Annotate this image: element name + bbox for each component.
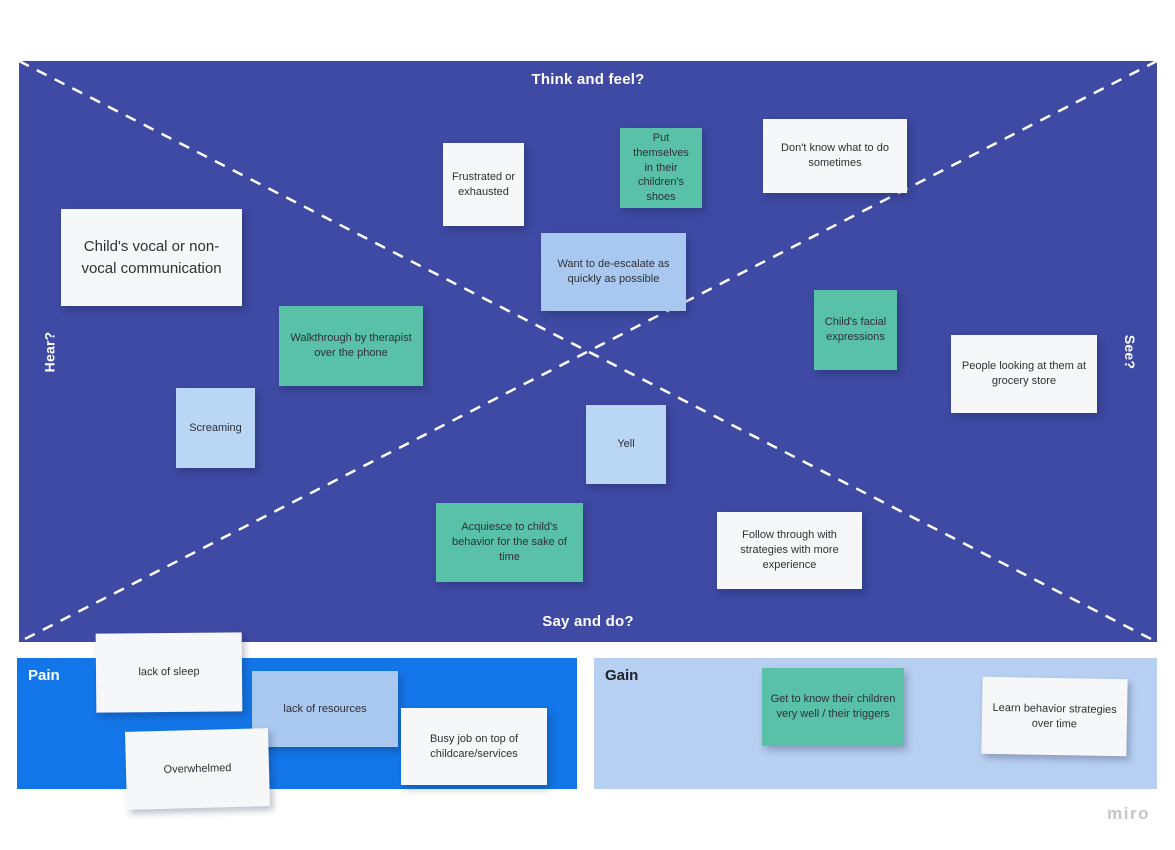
sticky-note-text: Learn behavior strategies over time [992, 701, 1117, 730]
sticky-note-text: Screaming [189, 421, 242, 434]
sticky-note-learn-behavior-strategies[interactable]: Learn behavior strategies over time [981, 676, 1128, 757]
sticky-note-acquiesce-to-childs-behavior[interactable]: Acquiesce to child's behavior for the sa… [436, 503, 583, 582]
sticky-note-text: Frustrated or exhausted [452, 170, 515, 198]
sticky-note-frustrated-exhausted[interactable]: Frustrated or exhausted [443, 143, 524, 226]
sticky-note-text: Follow through with strategies with more… [740, 529, 839, 571]
sticky-note-childs-facial-expressions[interactable]: Child's facial expressions [814, 290, 897, 370]
sticky-note-lack-of-sleep[interactable]: lack of sleep [95, 632, 243, 713]
sticky-note-text: Busy job on top of childcare/services [429, 732, 519, 760]
sticky-note-lack-of-resources[interactable]: lack of resources [252, 671, 398, 747]
sticky-note-text: Acquiesce to child's behavior for the sa… [452, 521, 567, 563]
sticky-note-text: Child's facial expressions [824, 316, 887, 343]
sticky-note-text: Get to know their children very well / t… [770, 693, 896, 720]
quadrant-label-say-and-do: Say and do? [542, 613, 634, 630]
sticky-note-text: lack of resources [283, 702, 367, 715]
pain-section-label: Pain [28, 667, 60, 684]
sticky-note-text: Put themselves in their children's shoes [633, 131, 689, 204]
miro-watermark: miro [1107, 804, 1150, 823]
sticky-note-want-to-deescalate[interactable]: Want to de-escalate as quickly as possib… [541, 233, 686, 311]
sticky-note-screaming[interactable]: Screaming [176, 388, 255, 468]
sticky-note-busy-job[interactable]: Busy job on top of childcare/services [401, 708, 547, 785]
sticky-note-text: Want to de-escalate as quickly as possib… [557, 258, 670, 285]
sticky-note-text: lack of sleep [138, 665, 200, 679]
sticky-note-text: Don't know what to do sometimes [781, 142, 889, 169]
sticky-note-overwhelmed[interactable]: Overwhelmed [125, 728, 270, 810]
sticky-note-text: Child's vocal or non-vocal communication [81, 237, 222, 277]
diagonal-divider-lines [19, 61, 1157, 642]
sticky-note-put-themselves-in-shoes[interactable]: Put themselves in their children's shoes [620, 128, 702, 208]
quadrant-label-hear: Hear? [41, 331, 58, 372]
sticky-note-yell[interactable]: Yell [586, 405, 666, 484]
quadrant-label-think-and-feel: Think and feel? [531, 71, 645, 88]
sticky-note-people-looking-grocery[interactable]: People looking at them at grocery store [951, 335, 1097, 413]
quadrant-label-see: See? [1121, 334, 1138, 369]
sticky-note-dont-know-what-to-do[interactable]: Don't know what to do sometimes [763, 119, 907, 193]
sticky-note-get-to-know-children[interactable]: Get to know their children very well / t… [762, 668, 904, 746]
sticky-note-walkthrough-by-therapist[interactable]: Walkthrough by therapist over the phone [279, 306, 423, 386]
sticky-note-text: Yell [617, 438, 635, 451]
sticky-note-child-vocal-communication[interactable]: Child's vocal or non-vocal communication [61, 209, 242, 306]
gain-section-label: Gain [605, 667, 639, 684]
sticky-note-text: Overwhelmed [163, 761, 232, 776]
sticky-note-text: People looking at them at grocery store [961, 360, 1087, 387]
sticky-note-text: Walkthrough by therapist over the phone [290, 332, 412, 359]
sticky-note-follow-through-strategies[interactable]: Follow through with strategies with more… [717, 512, 862, 589]
